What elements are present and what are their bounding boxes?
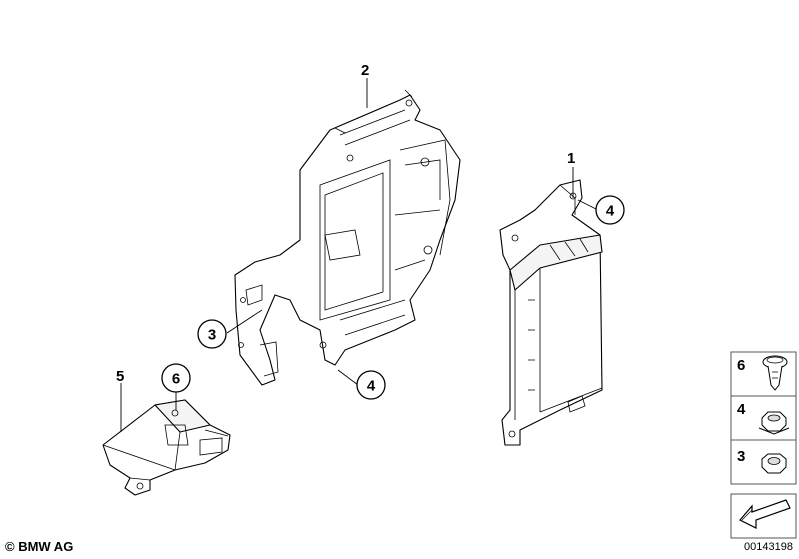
svg-text:1: 1 [567,150,575,167]
diagram-number: 00143198 [744,541,793,553]
copyright-label: © BMW AG [5,539,74,554]
svg-text:4: 4 [367,378,376,395]
svg-text:6: 6 [172,371,180,388]
svg-text:2: 2 [361,62,369,79]
direction-arrow-icon [739,499,791,529]
hex-nut-icon [761,453,787,474]
legend-item-3: 3 [737,448,787,474]
leader-lines [120,78,597,432]
callout-5: 5 [116,368,124,385]
legend-item-6: 6 [737,355,788,391]
legend-item-4: 4 [737,401,790,435]
callout-2: 2 [361,62,369,79]
svg-text:4: 4 [737,401,746,418]
svg-text:5: 5 [116,368,124,385]
callout-circle-6: 6 [161,363,191,393]
push-rivet-icon [762,355,788,391]
bracket-part-2[interactable] [234,89,461,386]
callout-circle-4-upper: 4 [595,195,625,225]
control-module-part-1[interactable] [499,179,603,446]
legend-panel: 6 4 3 [730,351,797,539]
svg-text:3: 3 [737,448,745,465]
svg-text:6: 6 [737,357,745,374]
svg-text:4: 4 [606,203,615,220]
hex-collar-nut-icon [758,411,790,435]
callout-circle-3: 3 [197,319,227,349]
antenna-module-part-5[interactable] [102,399,231,496]
svg-text:3: 3 [208,327,216,344]
callout-circle-4-lower: 4 [356,370,386,400]
callout-1: 1 [567,150,575,167]
